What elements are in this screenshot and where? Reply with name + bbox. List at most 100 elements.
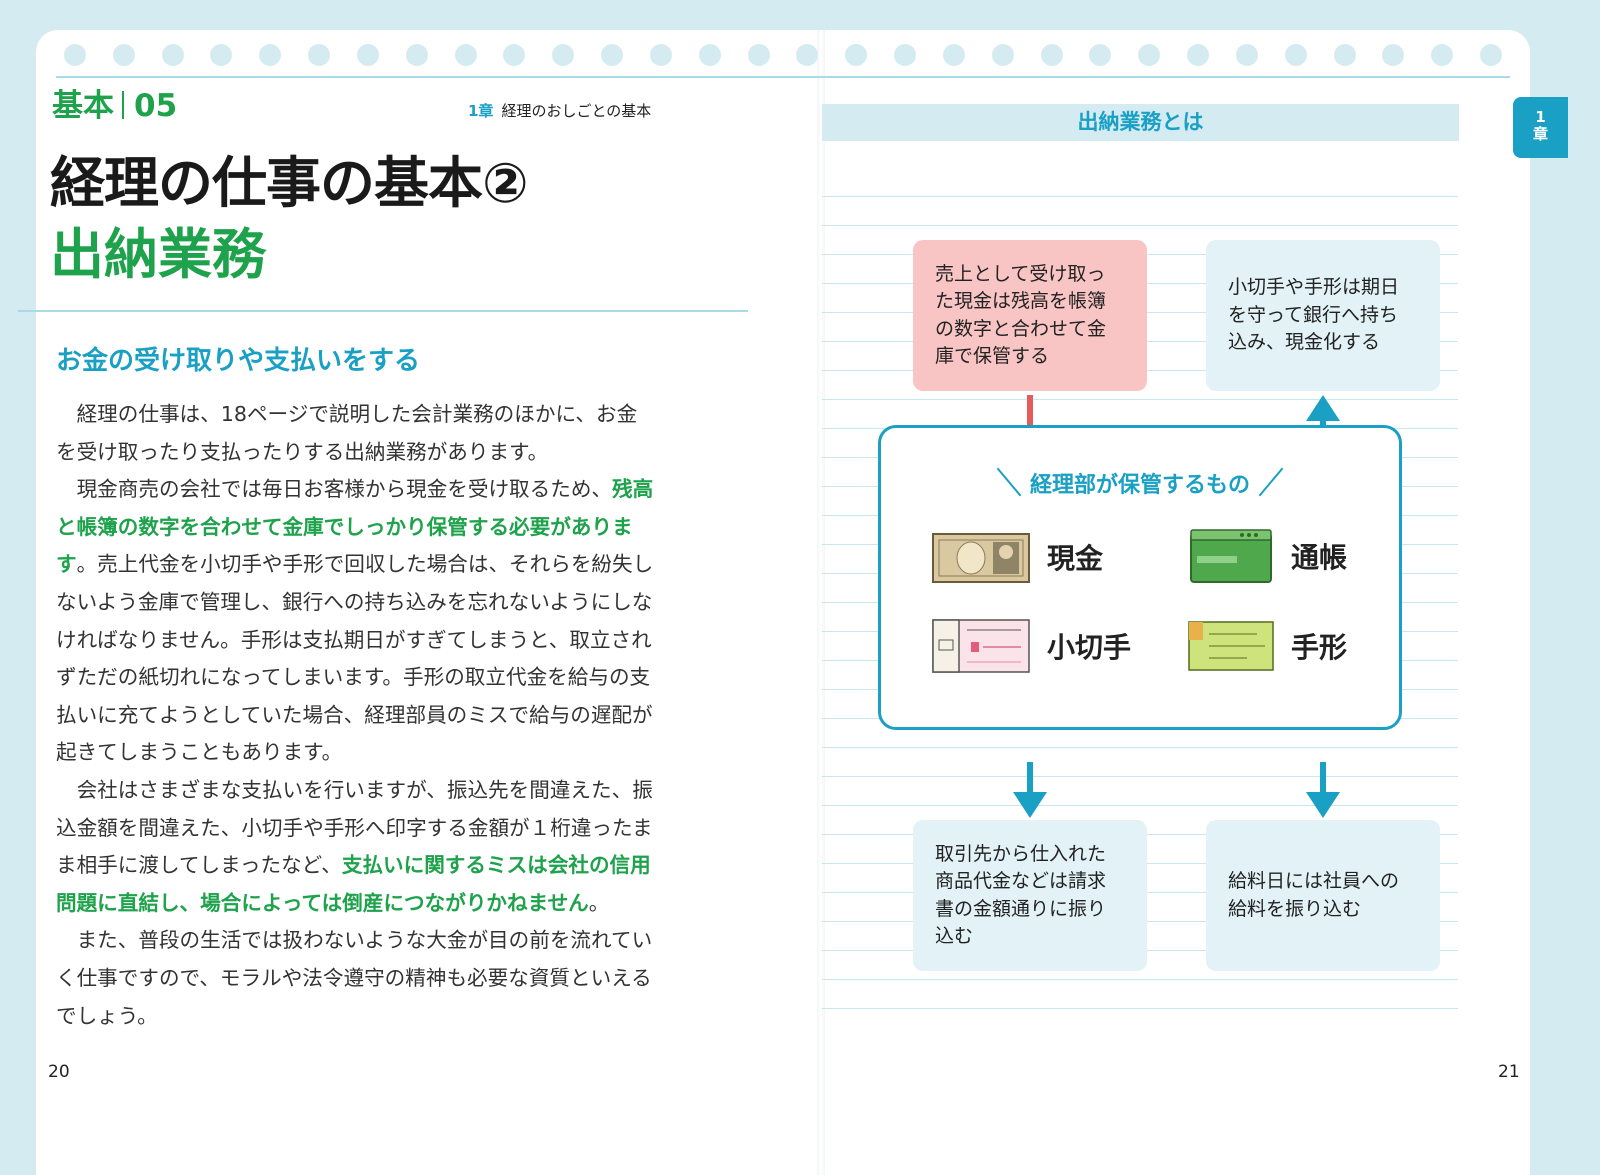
box-line: の数字と合わせて金 bbox=[935, 317, 1107, 340]
body-line: と帳簿の数字を合わせて金庫でしっかり保管する必要がありま bbox=[56, 509, 660, 547]
binder-hole bbox=[552, 44, 575, 66]
box-line: を守って銀行へ持ち bbox=[1228, 303, 1399, 326]
arrow-down-teal-icon-left bbox=[1013, 762, 1047, 818]
heading-slash-left bbox=[996, 467, 1022, 497]
item-cash: 現金 bbox=[931, 530, 1103, 584]
body-text-segment: 込金額を間違えた、小切手や手形へ印字する金額が１桁違ったま bbox=[56, 815, 653, 840]
body-line: でしょう。 bbox=[56, 998, 660, 1036]
diagram-title: 出納業務とは bbox=[822, 104, 1459, 141]
body-text-segment: ければなりません。手形は支払期日がすぎてしまうと、取立され bbox=[56, 627, 652, 652]
item-check: 小切手 bbox=[931, 616, 1131, 676]
box-line: た現金は残高を帳簿 bbox=[935, 290, 1107, 312]
body-text-segment: を受け取ったり支払ったりする出納業務があります。 bbox=[56, 439, 549, 464]
box-line: 給料を振り込む bbox=[1228, 897, 1362, 920]
binder-hole bbox=[161, 44, 184, 66]
binder-hole bbox=[259, 44, 282, 66]
binder-hole bbox=[796, 44, 819, 66]
page-number-right: 21 bbox=[1498, 1062, 1520, 1082]
body-line: 込金額を間違えた、小切手や手形へ印字する金額が１桁違ったま bbox=[56, 810, 660, 848]
binder-hole bbox=[1187, 44, 1210, 66]
item-check-label: 小切手 bbox=[1047, 631, 1132, 664]
body-line: 経理の仕事は、18ページで説明した会計業務のほかに、お金 bbox=[56, 396, 660, 434]
box-salary-payment-text: 給料日には社員への 給料を振り込む bbox=[1228, 868, 1399, 923]
binder-hole bbox=[112, 44, 135, 66]
body-text-segment: 会社はさまざまな支払いを行いますが、振込先を間違えた、振 bbox=[56, 777, 653, 802]
box-cash-storage: 売上として受け取っ た現金は残高を帳簿 の数字と合わせて金 庫で保管する bbox=[913, 240, 1147, 391]
box-line: 小切手や手形は期日 bbox=[1228, 276, 1400, 299]
box-line: 給料日には社員への bbox=[1228, 870, 1400, 892]
binder-hole bbox=[1089, 44, 1112, 66]
section-number: 05 bbox=[134, 88, 178, 124]
body-line: 現金商売の会社では毎日お客様から現金を受け取るため、残高 bbox=[56, 471, 660, 509]
box-line: 書の金額通りに振り bbox=[935, 897, 1107, 920]
body-line: ま相手に渡してしまったなど、支払いに関するミスは会社の信用 bbox=[56, 847, 660, 885]
page-title: 経理の仕事の基本② bbox=[50, 151, 529, 215]
stored-items-heading: 経理部が保管するもの bbox=[881, 464, 1399, 500]
body-line: 会社はさまざまな支払いを行いますが、振込先を間違えた、振 bbox=[56, 772, 660, 810]
title-divider bbox=[18, 310, 748, 312]
chapter-title: 経理のおしごとの基本 bbox=[501, 102, 652, 120]
highlight-text: 残高 bbox=[612, 477, 654, 502]
body-line: ずただの紙切れになってしまいます。手形の取立代金を給与の支 bbox=[56, 659, 660, 697]
banknote-icon bbox=[932, 533, 1030, 583]
check-icon bbox=[932, 619, 1030, 673]
body-line: す。売上代金を小切手や手形で回収した場合は、それらを紛失し bbox=[56, 546, 660, 584]
section-heading: お金の受け取りや支払いをする bbox=[56, 346, 421, 376]
binder-hole bbox=[405, 44, 428, 66]
body-line: 問題に直結し、場合によっては倒産につながりかねません。 bbox=[56, 885, 660, 923]
label-separator bbox=[122, 91, 124, 119]
binder-hole bbox=[845, 44, 868, 66]
item-cash-label: 現金 bbox=[1047, 542, 1104, 575]
stored-items-heading-text: 経理部が保管するもの bbox=[1029, 473, 1250, 498]
top-rule bbox=[56, 76, 1510, 78]
body-text-segment: 払いに充てようとしていた場合、経理部員のミスで給与の遅配が bbox=[56, 702, 653, 727]
page-subtitle: 出納業務 bbox=[50, 223, 266, 286]
item-passbook: 通帳 bbox=[1187, 526, 1347, 586]
binder-hole bbox=[601, 44, 624, 66]
page-number-left: 20 bbox=[48, 1062, 70, 1082]
box-line: 庫で保管する bbox=[935, 345, 1050, 367]
promissory-note-icon bbox=[1188, 621, 1274, 671]
binder-hole bbox=[210, 44, 233, 66]
item-passbook-label: 通帳 bbox=[1291, 541, 1348, 574]
binder-hole bbox=[649, 44, 672, 66]
chapter-header: 1章経理のおしごとの基本 bbox=[468, 100, 651, 121]
box-cash-storage-text: 売上として受け取っ た現金は残高を帳簿 の数字と合わせて金 庫で保管する bbox=[935, 261, 1106, 371]
body-text-segment: ま相手に渡してしまったなど、 bbox=[56, 853, 342, 878]
body-text: 経理の仕事は、18ページで説明した会計業務のほかに、お金を受け取ったり支払ったり… bbox=[56, 396, 660, 1035]
box-salary-payment: 給料日には社員への 給料を振り込む bbox=[1206, 820, 1440, 971]
body-text-segment: ずただの紙切れになってしまいます。手形の取立代金を給与の支 bbox=[56, 665, 651, 690]
binder-hole bbox=[1040, 44, 1063, 66]
body-text-segment: 経理の仕事は、18ページで説明した会計業務のほかに、お金 bbox=[56, 402, 638, 426]
highlight-text: 問題に直結し、場合によっては倒産につながりかねません bbox=[56, 890, 589, 915]
box-line: 商品代金などは請求 bbox=[935, 870, 1107, 892]
arrow-down-teal-icon-right bbox=[1306, 762, 1340, 818]
binder-hole bbox=[894, 44, 917, 66]
body-text-segment: 起きてしまうこともあります。 bbox=[56, 740, 343, 765]
book-gutter bbox=[817, 30, 825, 1175]
binder-hole bbox=[942, 44, 965, 66]
box-line: 取引先から仕入れた bbox=[935, 842, 1107, 865]
highlight-text: と帳簿の数字を合わせて金庫でしっかり保管する必要がありま bbox=[56, 514, 633, 539]
box-bank-deposit-text: 小切手や手形は期日 を守って銀行へ持ち 込み、現金化する bbox=[1228, 274, 1399, 357]
binder-hole bbox=[1284, 44, 1307, 66]
binder-hole bbox=[64, 44, 86, 66]
heading-slash-right bbox=[1258, 467, 1284, 497]
binder-hole bbox=[454, 44, 477, 66]
binder-hole bbox=[356, 44, 379, 66]
chapter-side-tab[interactable]: 1 章 bbox=[1513, 97, 1568, 158]
body-text-segment: 。売上代金を小切手や手形で回収した場合は、それらを紛失し bbox=[76, 552, 654, 577]
body-line: ければなりません。手形は支払期日がすぎてしまうと、取立され bbox=[56, 622, 660, 660]
body-text-segment: 現金商売の会社では毎日お客様から現金を受け取るため、 bbox=[56, 477, 613, 502]
box-line: 込む bbox=[935, 925, 974, 947]
box-line: 込み、現金化する bbox=[1228, 331, 1381, 354]
highlight-text: 支払いに関するミスは会社の信用 bbox=[341, 853, 651, 878]
binder-hole bbox=[698, 44, 721, 66]
binder-hole bbox=[308, 44, 331, 66]
binder-hole bbox=[1431, 44, 1454, 66]
body-line: く仕事ですので、モラルや法令遵守の精神も必要な資質といえる bbox=[56, 960, 660, 998]
body-line: ないよう金庫で管理し、銀行への持ち込みを忘れないようにしな bbox=[56, 584, 660, 622]
body-line: を受け取ったり支払ったりする出納業務があります。 bbox=[56, 434, 660, 472]
side-tab-label: 章 bbox=[1532, 125, 1548, 143]
